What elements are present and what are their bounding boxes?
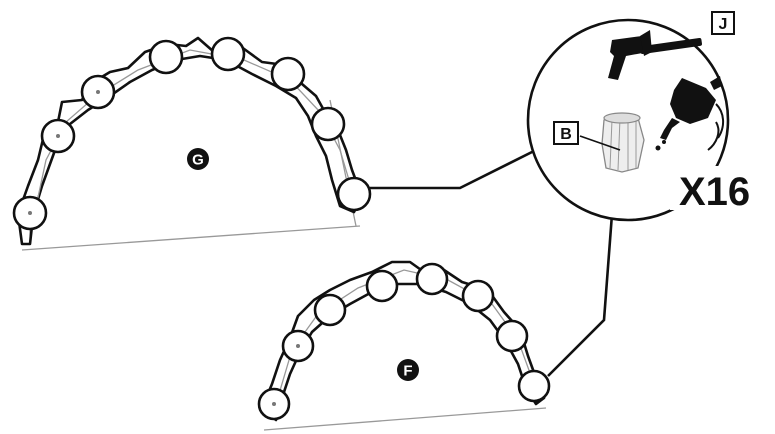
tool-label-box [711,11,735,35]
part-g: G [12,36,372,251]
peg [148,39,184,75]
tool-label: J [719,16,728,33]
peg [336,176,372,212]
hammer-icon [608,30,702,80]
peg [365,269,399,303]
part-g-inner-edge [29,99,357,244]
part-f-rail [275,269,535,405]
part-f-badge [397,359,419,381]
peg [415,262,449,296]
leader-line-lower [547,213,614,377]
glue-bottle-icon [655,76,724,151]
part-g-badge [187,148,209,170]
leader-line-upper [370,146,541,190]
part-f-base [263,407,547,431]
part-g-base [21,225,361,251]
dowel-icon [579,112,645,173]
part-g-label: G [192,152,204,169]
peg [461,279,495,313]
hardware-label: B [560,126,572,143]
peg [310,106,346,142]
quantity-text: X16 [679,170,750,214]
quantity-backing [670,166,770,210]
peg [313,293,347,327]
peg [495,319,529,353]
peg [517,369,551,403]
peg [210,36,246,72]
hardware-label-box [553,121,579,145]
peg [270,56,306,92]
part-f: F [257,260,551,431]
part-f-label: F [403,363,412,380]
